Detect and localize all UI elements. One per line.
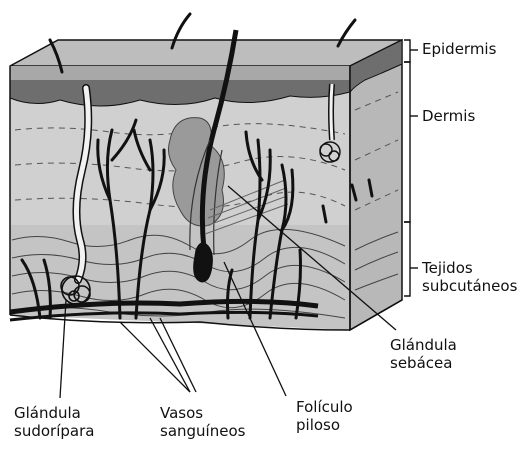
label-hair-follicle: Folículo piloso	[296, 398, 353, 434]
layer-brackets	[404, 40, 418, 296]
label-subcutaneous: Tejidos subcutáneos	[422, 259, 517, 295]
label-blood-vessels: Vasos sanguíneos	[160, 404, 245, 440]
label-epidermis: Epidermis	[422, 40, 496, 58]
label-sebaceous-gland: Glándula sebácea	[390, 336, 457, 372]
hair-follicle-bulb	[194, 243, 213, 282]
label-dermis: Dermis	[422, 107, 475, 125]
label-sweat-gland: Glándula sudorípara	[14, 404, 94, 440]
epidermis-top-surface	[10, 40, 402, 66]
